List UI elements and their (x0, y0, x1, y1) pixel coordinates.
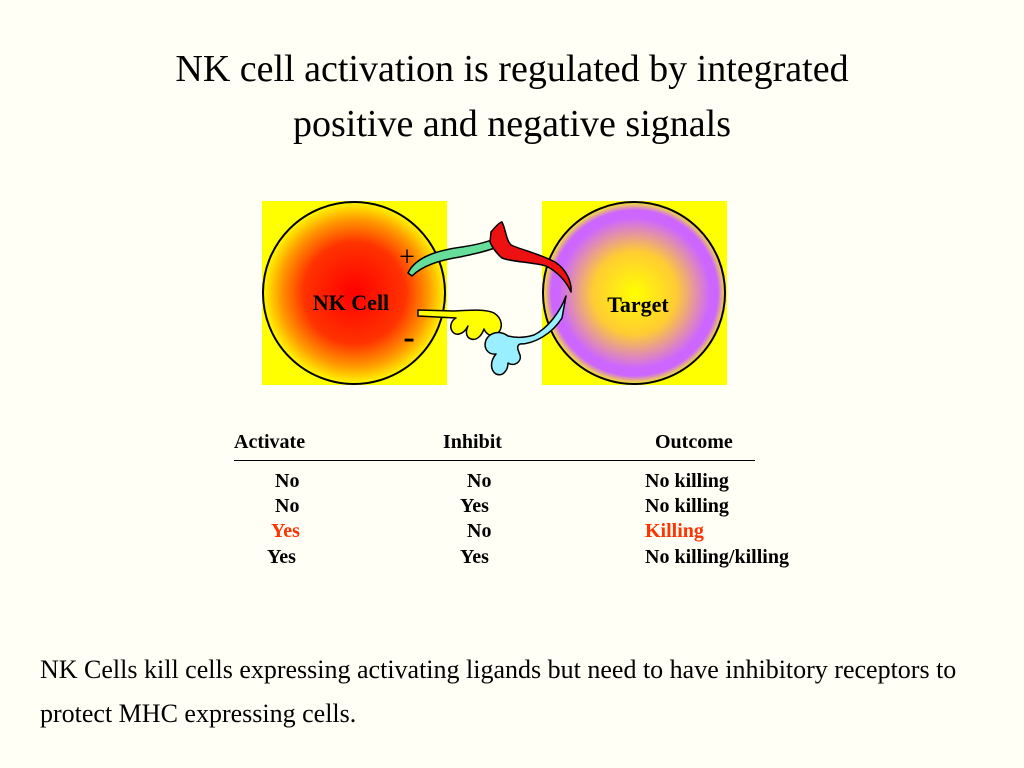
nk-cell-membrane (262, 201, 446, 385)
caption-text: NK Cells kill cells expressing activatin… (40, 655, 957, 728)
row-4-inhibit: Yes (460, 546, 489, 568)
minus-sign: - (403, 319, 414, 356)
row-4-outcome: No killing/killing (645, 546, 789, 568)
row-4-activate: Yes (267, 546, 296, 568)
row-1-activate: No (275, 470, 300, 492)
row-1-outcome: No killing (645, 470, 729, 492)
mhc-ligand (484, 295, 567, 376)
slide-title: NK cell activation is regulated by integ… (0, 42, 1024, 152)
target-cell-background (542, 201, 727, 385)
plus-sign: + (399, 242, 415, 273)
target-cell-membrane (542, 201, 726, 385)
header-inhibit: Inhibit (443, 431, 502, 453)
activating-ligand (489, 221, 572, 293)
row-2-activate: No (275, 495, 300, 517)
title-line-1: NK cell activation is regulated by integ… (175, 48, 849, 90)
title-line-2: positive and negative signals (293, 103, 731, 145)
header-activate: Activate (234, 431, 306, 453)
row-3-inhibit: No (467, 520, 492, 542)
row-1-inhibit: No (467, 470, 492, 492)
target-cell-label: Target (607, 292, 669, 317)
header-outcome: Outcome (655, 431, 733, 453)
row-2-inhibit: Yes (460, 495, 489, 517)
header-rule (234, 460, 755, 461)
row-3-activate: Yes (271, 520, 300, 542)
inhibitory-receptor (417, 309, 502, 341)
nk-cell-label: NK Cell (313, 290, 389, 315)
nk-cell-background (262, 201, 447, 385)
row-2-outcome: No killing (645, 495, 729, 517)
target-cell: Target (542, 201, 727, 385)
nk-cell: NK Cell (262, 201, 447, 385)
row-3-outcome: Killing (645, 520, 704, 542)
